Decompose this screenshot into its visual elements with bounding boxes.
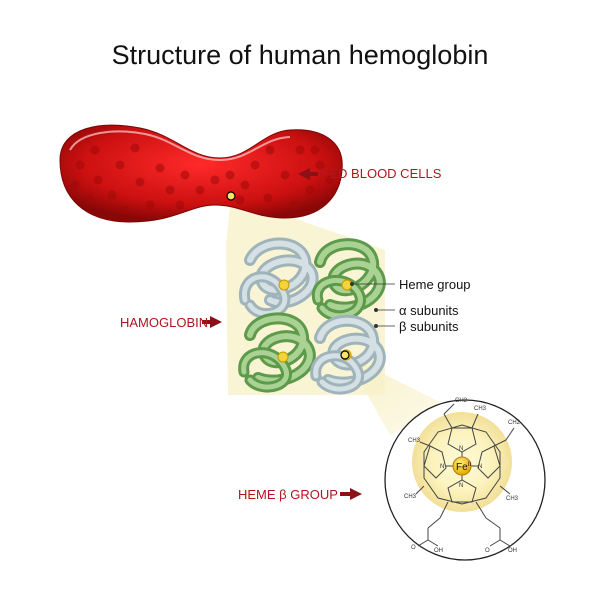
- cell-dimple: [107, 190, 117, 200]
- cell-dimple: [175, 200, 185, 210]
- cell-dimple: [305, 185, 315, 195]
- cell-dimple: [90, 145, 100, 155]
- cell-dimple: [235, 195, 245, 205]
- arrows: [202, 168, 362, 500]
- vinyl-label-2: CH2: [508, 420, 521, 426]
- heme-group-label: Heme group: [399, 277, 471, 292]
- methyl-label-2: CH3: [408, 438, 421, 444]
- cell-focus-marker: [226, 191, 236, 201]
- alpha-subunit-bottom: [310, 314, 386, 395]
- heme-focus-marker: [340, 350, 350, 360]
- cell-dimple: [290, 200, 300, 210]
- beta-subunit-top: [311, 238, 386, 322]
- red-blood-cell: [59, 124, 343, 223]
- cell-dimple: [115, 160, 125, 170]
- cell-dimple: [210, 175, 220, 185]
- cell-dimple: [315, 160, 325, 170]
- hemoglobin-label: HAMOGLOBIN: [120, 315, 209, 330]
- cell-dimple: [135, 177, 145, 187]
- heme-group-1: [278, 279, 290, 291]
- cell-dimple: [180, 170, 190, 180]
- carboxyl-label-2: OH: [508, 548, 517, 554]
- nitrogen-label-2: N: [478, 464, 482, 470]
- cell-dimple: [280, 170, 290, 180]
- cell-texture: [70, 143, 335, 215]
- diagram-title: Structure of human hemoglobin: [111, 40, 489, 70]
- cell-dimple: [130, 143, 140, 153]
- cell-dimple: [225, 170, 235, 180]
- cell-dimple: [325, 175, 335, 185]
- iron-label: FeII: [456, 462, 471, 473]
- hemoglobin-molecule: [238, 237, 386, 395]
- leader-lines: [349, 281, 395, 328]
- carbonyl-label-1: O: [411, 545, 416, 551]
- cell-dimple: [93, 175, 103, 185]
- cell-dimple: [165, 185, 175, 195]
- nitrogen-label-4: N: [440, 464, 444, 470]
- cell-dimple: [145, 200, 155, 210]
- beta-subunits-label: β subunits: [399, 319, 459, 334]
- cell-dimple: [120, 205, 130, 215]
- carboxyl-label-1: OH: [434, 548, 443, 554]
- arrow-red-blood-cells: [298, 168, 318, 180]
- cell-dimple: [310, 145, 320, 155]
- nitrogen-label-1: N: [459, 446, 463, 452]
- heme-group-3: [277, 351, 289, 363]
- alpha-subunits-label: α subunits: [399, 303, 459, 318]
- vinyl-label-1: CH2: [455, 398, 468, 404]
- porphyrin-ring: [415, 403, 515, 547]
- cell-dimple: [70, 180, 80, 190]
- arrow-heme-beta-group: [340, 488, 362, 500]
- cell-dimple: [85, 195, 95, 205]
- beta-subunit-bottom: [238, 312, 316, 393]
- methyl-label-3: CH3: [404, 494, 417, 500]
- cell-dimple: [195, 185, 205, 195]
- cell-dimple: [265, 145, 275, 155]
- carbonyl-label-2: O: [485, 548, 490, 554]
- iron-atom: [452, 456, 472, 476]
- arrow-hemoglobin: [202, 316, 222, 328]
- cell-dimple: [250, 160, 260, 170]
- cell-dimple: [295, 145, 305, 155]
- methyl-label-4: CH3: [506, 496, 519, 502]
- heme-beta-group-label: HEME β GROUP: [238, 487, 338, 502]
- red-blood-cells-label: RED BLOOD CELLS: [320, 166, 442, 181]
- cell-dimple: [75, 160, 85, 170]
- cell-dimple: [263, 193, 273, 203]
- nitrogen-label-3: N: [459, 483, 463, 489]
- cell-dimple: [240, 180, 250, 190]
- cell-dimple: [155, 163, 165, 173]
- heme-structure-zoom: FeII N N N N CH2 CH2 CH3 CH3 CH3 CH3 O O…: [384, 398, 546, 561]
- methyl-label-1: CH3: [474, 406, 487, 412]
